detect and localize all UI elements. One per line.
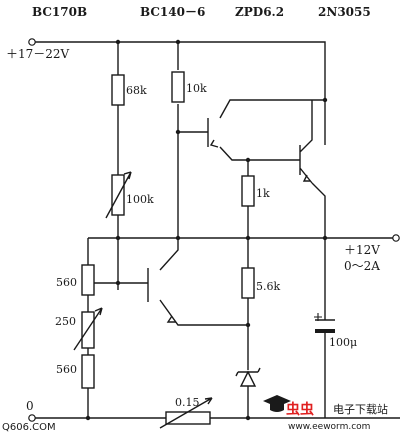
transistor-driver-bc140 <box>207 118 219 148</box>
label-250: 250 <box>55 315 76 328</box>
resistor-560-top <box>81 264 95 296</box>
label-5-6k: 5.6k <box>256 280 280 293</box>
resistor-10k <box>171 71 185 103</box>
ground-terminal-left <box>28 414 36 422</box>
label-1k: 1k <box>256 187 270 200</box>
label-100k: 100k <box>126 193 154 206</box>
resistor-1k <box>241 175 255 207</box>
transistor-bc170b <box>147 268 176 323</box>
resistor-5-6k <box>241 267 255 299</box>
transistor-power-2n3055 <box>299 100 313 184</box>
label-10k: 10k <box>186 82 207 95</box>
watermark-site-url: www.eeworm.com <box>288 422 370 432</box>
potentiometer-250 <box>73 307 103 351</box>
label-supply-input: ＋17－22V <box>6 47 70 61</box>
header-part-2n3055: 2N3055 <box>318 5 371 19</box>
label-100u: 100μ <box>329 336 357 349</box>
watermark-left-text: Q606.COM <box>2 422 56 433</box>
label-560-top: 560 <box>56 276 77 289</box>
capacitor-100u <box>314 313 335 333</box>
zener-diode-zpd62 <box>235 367 261 387</box>
wiring <box>34 41 400 419</box>
junction-dots <box>85 39 328 421</box>
label-ground: 0 <box>26 399 34 413</box>
label-560-bottom: 560 <box>56 363 77 376</box>
label-output-voltage: ＋12V <box>344 243 380 257</box>
resistor-560-bottom <box>81 354 95 389</box>
watermark-site-name: 电子下载站 <box>333 402 388 416</box>
header-part-bc170b: BC170B <box>32 5 87 19</box>
header-part-zpd62: ZPD6.2 <box>235 5 284 19</box>
potentiometer-0-15 <box>159 397 213 429</box>
label-68k: 68k <box>126 84 147 97</box>
label-output-current: 0～2A <box>344 259 380 273</box>
output-terminal <box>392 234 400 242</box>
potentiometer-100k <box>105 171 132 219</box>
label-0-15: 0.15 <box>175 396 200 409</box>
header-part-bc140: BC140－6 <box>140 5 205 19</box>
watermark-logo-chars: 虫虫 <box>286 401 314 418</box>
resistor-68k <box>111 74 125 106</box>
graduation-cap-icon <box>263 395 291 412</box>
supply-input-terminal <box>28 38 36 46</box>
